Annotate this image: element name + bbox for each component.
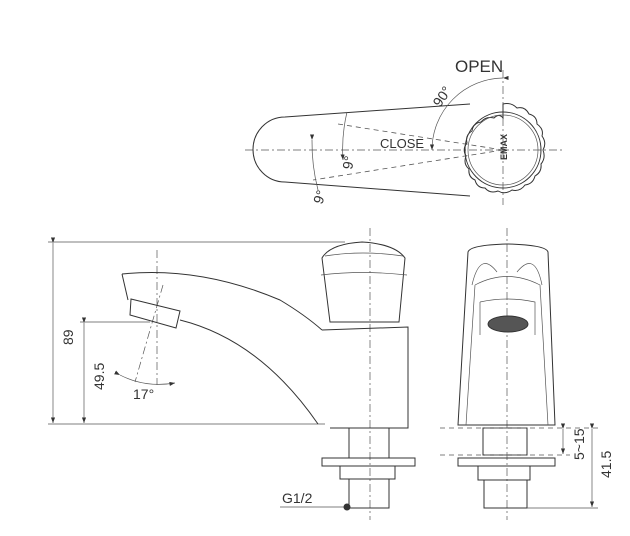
front-flange [457,457,556,467]
open-angle-arc [429,75,509,151]
angle-arc-inner [340,111,348,161]
stem [348,427,390,459]
open-label: OPEN [455,57,503,76]
height-total-label: 89 [60,329,76,345]
front-stem [482,427,528,456]
knob [321,241,406,323]
stem-length-label: 41.5 [598,451,614,478]
spout-angle-label: 17° [133,386,154,402]
aerator [129,298,181,329]
nut [339,465,396,480]
aerator-recess [479,298,536,335]
thread-connector [348,478,390,509]
spout [121,272,323,425]
top-view: EMAX OPEN 90° CLOSE 9° 9° [245,57,565,206]
body [321,326,409,429]
brand-logo: EMAX [499,134,509,160]
spout-axis-tilted [134,284,164,383]
side-view: 89 49.5 17° G1/2 [48,228,416,520]
angle-outer-label: 9° [310,188,330,206]
front-view: 5~15 41.5 [440,228,614,520]
angle-arc-outer [309,134,319,191]
knob-detail [320,252,408,276]
front-thread [483,479,528,509]
adjust-range-label: 5~15 [571,428,587,460]
height-spout-label: 49.5 [91,363,107,390]
aerator-mesh [487,315,529,333]
front-nut [477,465,531,481]
front-body [457,243,556,426]
flange [321,457,416,467]
thread-label: G1/2 [282,490,313,506]
close-label: CLOSE [380,136,424,151]
front-knob-detail [465,263,549,426]
angle-inner-label: 9° [339,155,357,171]
spout-angle-arc [114,370,176,386]
thread-leader-dot [343,503,351,511]
